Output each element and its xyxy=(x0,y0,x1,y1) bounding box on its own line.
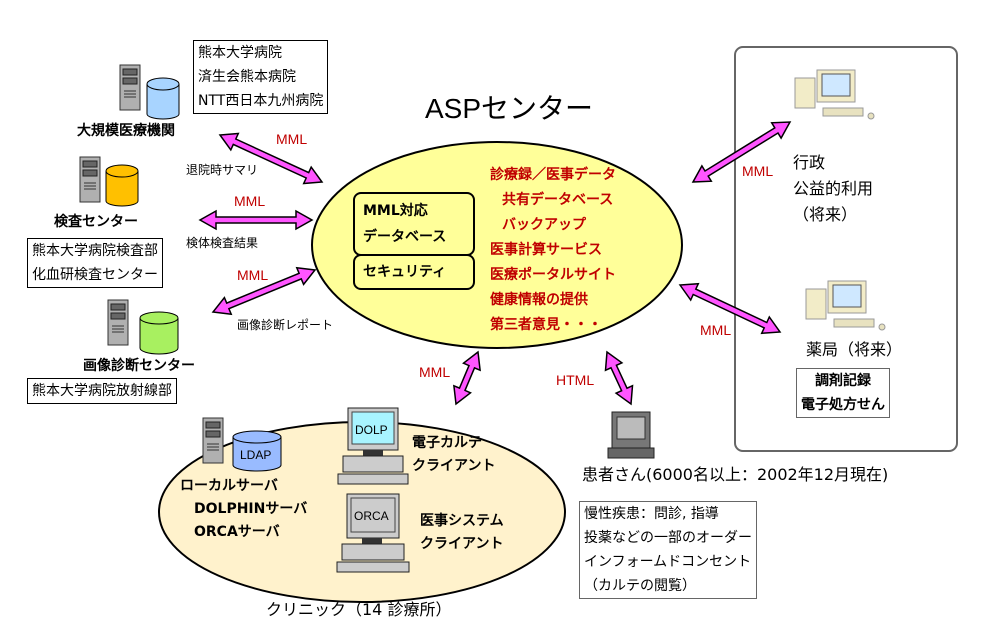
server-name: ローカルサーバ xyxy=(180,478,278,494)
emr-client-label: 電子カルテ クライアント xyxy=(412,432,495,478)
lab-label: 検査センター xyxy=(54,214,138,230)
patient-service: 慢性疾患：問診, 指導 xyxy=(584,506,719,522)
ldap-label: LDAP xyxy=(240,448,272,462)
asp-center-title: ASPセンター xyxy=(425,93,594,124)
billing-client-pc-icon xyxy=(336,493,410,573)
db-box-line1: MML対応 xyxy=(363,203,428,219)
server-icon xyxy=(202,417,224,464)
ldap-database-icon xyxy=(232,430,282,472)
member: 電子処方せん xyxy=(801,397,885,413)
arrow-asp-gov xyxy=(691,121,792,183)
asp-service: 共有データベース xyxy=(502,192,614,208)
member: NTT西日本九州病院 xyxy=(198,93,324,109)
protocol-label: MML xyxy=(276,131,308,147)
gov-line: （将来） xyxy=(793,205,858,224)
db-box-line2: データベース xyxy=(363,229,447,245)
emr-label-line: クライアント xyxy=(412,458,496,474)
patient-services-box: 慢性疾患：問診, 指導 投薬などの一部のオーダー インフォームドコンセント （カ… xyxy=(579,501,757,599)
hospital-link-label: 退院時サマリ xyxy=(186,163,259,177)
imaging-label: 画像診断センター xyxy=(83,358,195,374)
security-label: セキュリティ xyxy=(363,264,447,280)
imaging-link-label: 画像診断レポート xyxy=(237,318,334,332)
pharmacy-label: 薬局（将来） xyxy=(806,340,903,359)
billing-label-line: クライアント xyxy=(420,536,504,552)
protocol-label: MML xyxy=(419,364,451,380)
lab-members-box: 熊本大学病院検査部 化血研検査センター xyxy=(27,238,163,288)
protocol-label: MML xyxy=(234,193,266,209)
patient-service: （カルテの閲覧） xyxy=(584,578,696,594)
server-icon xyxy=(107,299,129,346)
server-name: ORCAサーバ xyxy=(194,524,280,540)
billing-client-label: 医事システム クライアント xyxy=(420,510,504,556)
server-icon xyxy=(119,64,141,111)
security-box: セキュリティ xyxy=(353,254,475,290)
billing-screen-label: ORCA xyxy=(354,509,389,523)
protocol-label: MML xyxy=(237,267,269,283)
gov-line: 公益的利用 xyxy=(793,179,874,198)
database-icon xyxy=(146,77,180,120)
asp-service: 健康情報の提供 xyxy=(490,292,588,308)
asp-service: 第三者意見・・・ xyxy=(490,317,602,333)
laptop-icon xyxy=(607,411,655,459)
lab-link-label: 検体検査結果 xyxy=(186,236,259,250)
protocol-label: MML xyxy=(742,163,774,179)
asp-service: バックアップ xyxy=(502,217,586,233)
emr-label-line: 電子カルテ xyxy=(412,435,482,451)
protocol-label: MML xyxy=(700,322,732,338)
asp-service: 医療ポータルサイト xyxy=(490,267,616,283)
clinic-caption: クリニック（14 診療所） xyxy=(266,600,452,619)
member: 化血研検査センター xyxy=(32,267,158,283)
asp-service: 診療録／医事データ xyxy=(490,167,616,183)
desktop-pc-icon xyxy=(805,280,886,331)
gov-line: 行政 xyxy=(793,153,826,172)
protocol-label: HTML xyxy=(556,372,595,388)
emr-client-pc-icon xyxy=(337,407,409,485)
desktop-pc-icon xyxy=(794,69,875,120)
database-icon xyxy=(139,311,179,355)
external-group-frame xyxy=(734,46,958,452)
clinic-servers-list: ローカルサーバ DOLPHINサーバ ORCAサーバ xyxy=(180,475,307,544)
member: 熊本大学病院放射線部 xyxy=(32,383,172,399)
imaging-members-box: 熊本大学病院放射線部 xyxy=(27,378,177,404)
member: 済生会熊本病院 xyxy=(198,69,296,85)
patient-label: 患者さん(6000名以上：2002年12月現在) xyxy=(582,465,889,484)
member: 熊本大学病院 xyxy=(198,45,282,61)
arrow-lab-asp xyxy=(198,209,314,231)
server-icon xyxy=(79,156,101,203)
billing-label-line: 医事システム xyxy=(420,513,504,529)
arrow-asp-pharmacy xyxy=(678,282,782,335)
asp-service: 医事計算サービス xyxy=(490,242,602,258)
hospital-label: 大規模医療機関 xyxy=(77,123,175,139)
hospital-members-box: 熊本大学病院 済生会熊本病院 NTT西日本九州病院 xyxy=(193,40,329,114)
asp-service-list: 診療録／医事データ 共有データベース バックアップ 医事計算サービス 医療ポータ… xyxy=(490,163,616,338)
member: 熊本大学病院検査部 xyxy=(32,243,158,259)
arrow-hospital-asp xyxy=(218,132,324,185)
database-icon xyxy=(105,164,139,207)
mml-database-box: MML対応 データベース xyxy=(353,192,475,256)
arrow-asp-clinic xyxy=(453,350,481,406)
arrow-asp-patient xyxy=(604,350,634,406)
patient-service: 投薬などの一部のオーダー xyxy=(584,530,752,546)
emr-screen-label: DOLP xyxy=(355,423,388,437)
member: 調剤記録 xyxy=(815,373,871,389)
gov-label: 行政 公益的利用 （将来） xyxy=(793,150,873,228)
server-name: DOLPHINサーバ xyxy=(194,501,308,517)
patient-service: インフォームドコンセント xyxy=(584,554,752,570)
arrow-imaging-asp xyxy=(211,266,317,316)
pharmacy-members-box: 調剤記録 電子処方せん xyxy=(796,368,890,418)
